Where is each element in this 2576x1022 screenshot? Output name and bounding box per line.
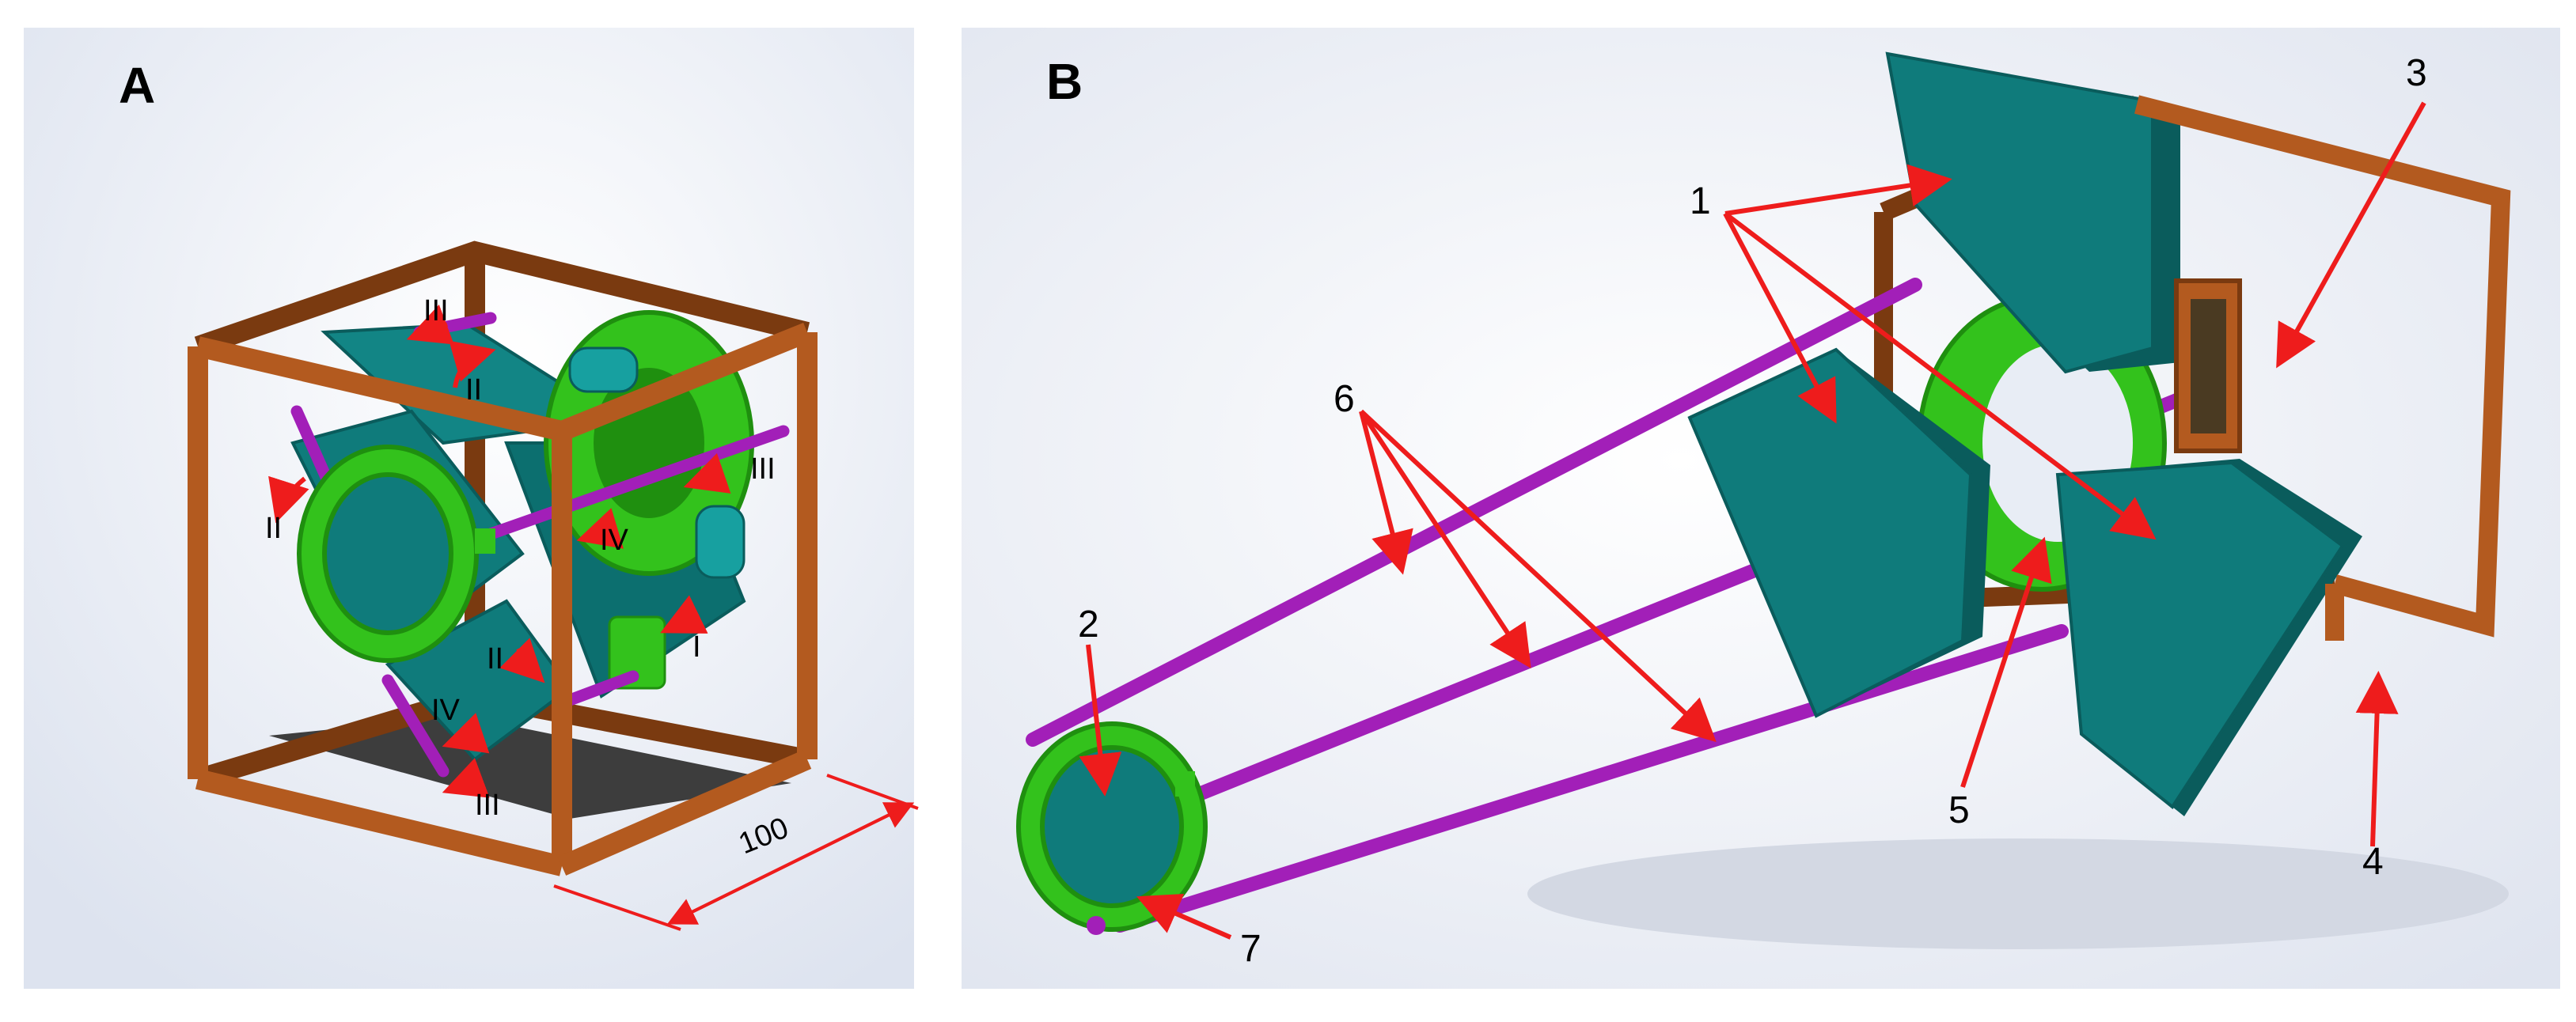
mirror-left-face [1687, 347, 1973, 718]
rod [1026, 278, 1922, 747]
panel-b: B [962, 28, 2560, 989]
mirror-left-b [1687, 347, 1990, 718]
callout-labels-b: 1 2 3 4 5 6 7 [1078, 52, 2427, 970]
rotation-label: III [423, 294, 449, 327]
callout-arrows-b [1079, 101, 2426, 940]
callout-label-5: 5 [1948, 789, 1970, 831]
rotation-label: II [465, 373, 482, 407]
rod [1113, 624, 2069, 933]
floor-shadow [269, 716, 791, 819]
input-ring-a [297, 445, 495, 663]
callout-label-3: 3 [2406, 52, 2427, 94]
callout-label-4: 4 [2362, 841, 2384, 883]
floor-shadow-b [1527, 838, 2509, 949]
callout-label-7: 7 [1240, 928, 1261, 970]
rotation-label: II [487, 642, 503, 676]
mirror-right-face [2055, 460, 2345, 809]
actuator-cylinder-top [568, 346, 639, 393]
mirror-top-b [1885, 51, 2180, 374]
rotation-label: I [692, 630, 701, 664]
dimension-line [553, 774, 919, 931]
rotation-label: II [265, 512, 282, 545]
rotation-label: IV [431, 694, 461, 727]
panel-a-letter: A [119, 57, 155, 114]
rotation-label: III [750, 452, 776, 486]
rotation-arrows-a [268, 304, 731, 798]
callout-label-1: 1 [1690, 180, 1711, 222]
rotation-label: IV [600, 524, 629, 557]
callout-label-6: 6 [1334, 378, 1355, 420]
callout-label-2: 2 [1078, 604, 1099, 645]
actuator-cylinder-side [695, 505, 745, 579]
rotation-label: III [475, 789, 500, 822]
input-ring-b [1016, 721, 1208, 935]
mount-bracket [608, 615, 666, 690]
mirror-right-b [2055, 459, 2362, 816]
detector-b [2174, 278, 2242, 453]
panel-b-letter: B [1046, 53, 1083, 110]
rotation-labels-a: III II II IV III I II IV III [265, 294, 776, 822]
cube-frame-front [188, 322, 818, 876]
box-frame-front [2134, 95, 2511, 641]
panel-a: A [24, 28, 919, 989]
